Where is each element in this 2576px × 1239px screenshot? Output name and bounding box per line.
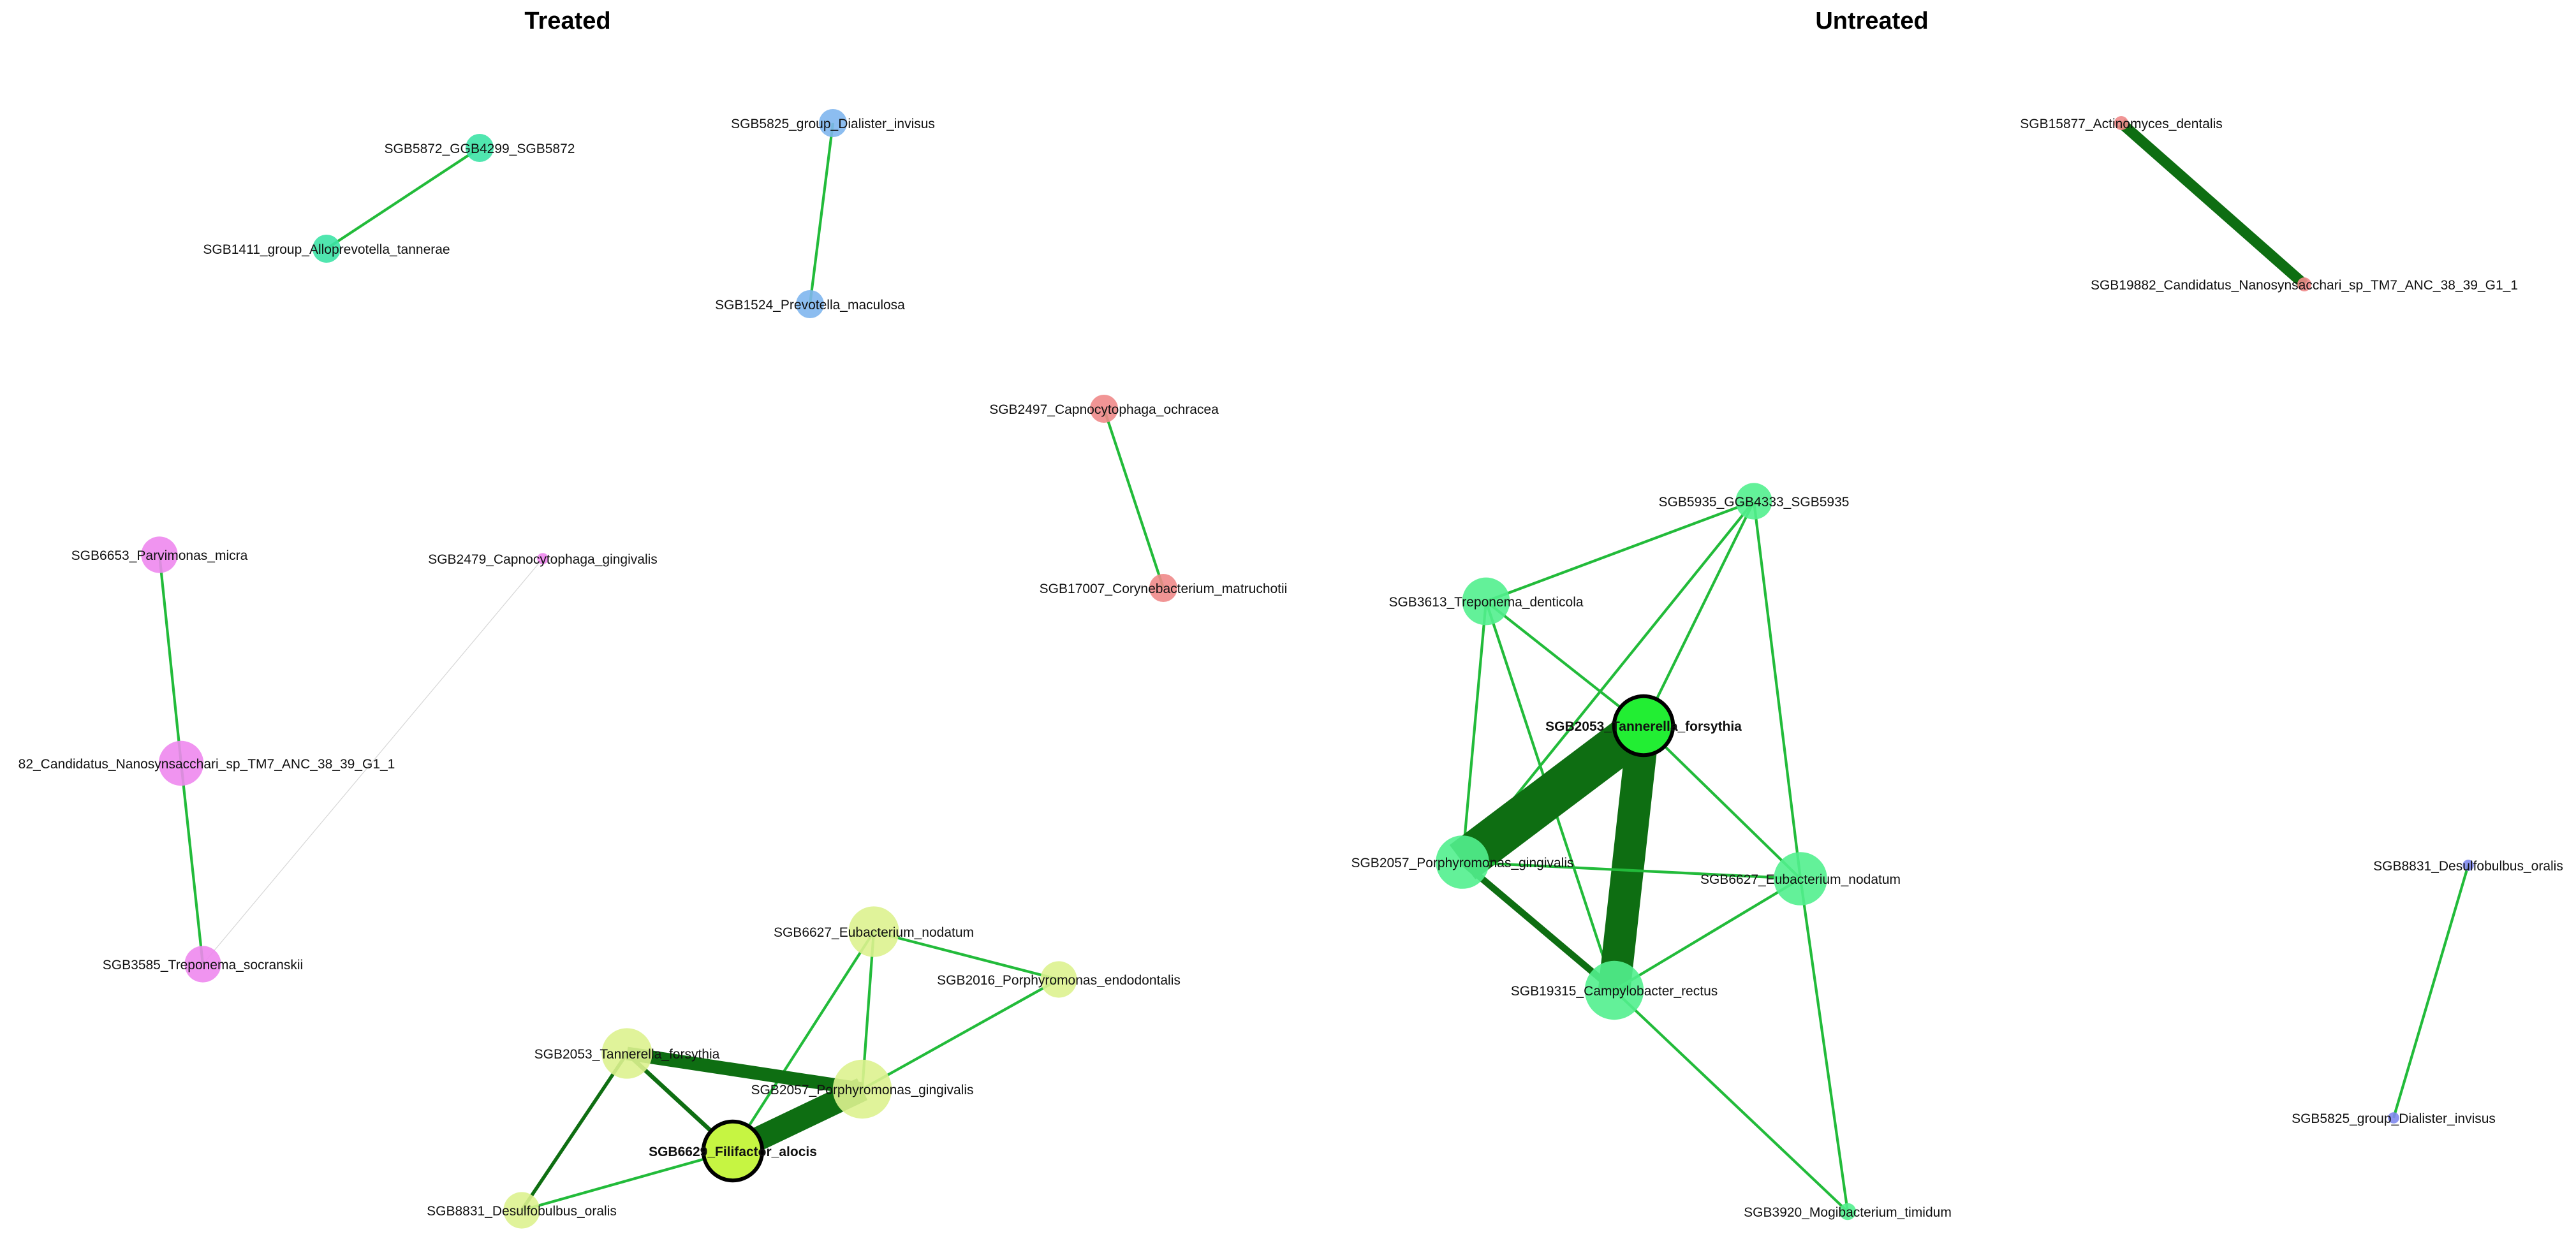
edge-untreated-15	[1799, 878, 1850, 1212]
node-sgb19315-campylobacter-rectus	[1584, 960, 1644, 1020]
nodes-layer	[141, 109, 2474, 1229]
edge-untreated-4	[1752, 501, 1802, 879]
node-sgb2479-capnocytophaga-gingivalis	[537, 553, 548, 564]
node-sgb3585-treponema-socranskii	[184, 946, 221, 983]
edge-untreated-12	[1460, 859, 1617, 993]
edge-treated-6	[873, 930, 1059, 981]
node-label-sgb5872-ggb4299-sgb5872: SGB5872_GGB4299_SGB5872	[385, 142, 575, 156]
edge-treated-1	[808, 122, 835, 305]
node-sgb2053-tannerella-forsythia	[601, 1028, 652, 1079]
node-label-sgb19882-candidatus-nanosynsacchari-sp-tm7-anc-38-39-g1-1: SGB19882_Candidatus_Nanosynsacchari_sp_T…	[2091, 278, 2518, 293]
node-label-sgb5825-group-dialister-invisus: SGB5825_group_Dialister_invisus	[731, 117, 935, 131]
edge-treated-4	[179, 763, 205, 965]
edge-untreated-14	[1613, 989, 1849, 1213]
edge-treated-10	[626, 1046, 864, 1096]
node-label-sgb6627-eubacterium-nodatum: SGB6627_Eubacterium_nodatum	[1700, 872, 1901, 887]
edge-untreated-1	[1485, 500, 1755, 603]
node-sgb2057-porphyromonas-gingivalis	[1436, 835, 1489, 889]
edge-untreated-13	[1613, 877, 1802, 992]
node-label-sgb8831-desulfobulbus-oralis: SGB8831_Desulfobulbus_oralis	[2373, 859, 2563, 874]
node-sgb8831-desulfobulbus-oralis	[503, 1192, 540, 1229]
node-sgb2053-tannerella-forsythia	[1612, 694, 1675, 758]
node-label-sgb5825-group-dialister-invisus: SGB5825_group_Dialister_invisus	[2292, 1111, 2496, 1126]
node-sgb5872-ggb4299-sgb5872	[466, 134, 494, 162]
edge-untreated-10	[1642, 724, 1802, 880]
node-sgb5825-group-dialister-invisus	[819, 109, 847, 137]
node-label-sgb19315-campylobacter-rectus: SGB19315_Campylobacter_rectus	[1511, 984, 1718, 999]
node-label-sgb15877-actinomyces-dentalis: SGB15877_Actinomyces_dentalis	[2020, 117, 2223, 131]
labels-layer: SGB5872_GGB4299_SGB5872SGB1411_group_All…	[18, 117, 2563, 1220]
node-sgb2016-porphyromonas-endodontalis	[1040, 961, 1077, 998]
node-sgb6627-eubacterium-nodatum	[848, 906, 899, 957]
edge-untreated-8	[1449, 708, 1657, 879]
node-label-sgb6627-eubacterium-nodatum: SGB6627_Eubacterium_nodatum	[774, 925, 974, 940]
node-label-sgb2057-porphyromonas-gingivalis: SGB2057_Porphyromonas_gingivalis	[751, 1083, 973, 1097]
node-label-sgb1524-prevotella-maculosa: SGB1524_Prevotella_maculosa	[715, 298, 905, 312]
panel-title-untreated: Untreated	[1815, 8, 1928, 34]
edge-untreated-2	[1642, 501, 1755, 726]
node-label-sgb3613-treponema-denticola: SGB3613_Treponema_denticola	[1388, 595, 1583, 610]
edge-untreated-0	[2117, 119, 2308, 289]
edge-untreated-5	[1485, 600, 1645, 727]
node-label-sgb5935-ggb4333-sgb5935: SGB5935_GGB4333_SGB5935	[1659, 495, 1850, 510]
node-label-sgb2053-tannerella-forsythia: SGB2053_Tannerella_forsythia	[1545, 719, 1742, 734]
edge-untreated-16	[2392, 865, 2470, 1118]
node-sgb5825-group-dialister-invisus	[2388, 1112, 2399, 1124]
node-label-sgb6629-filifactor-alocis: SGB6629_Filifactor_alocis	[649, 1145, 817, 1159]
node-label-sgb2497-capnocytophaga-ochracea: SGB2497_Capnocytophaga_ochracea	[989, 402, 1219, 417]
edge-treated-5	[202, 558, 543, 965]
node-label-sgb3920-mogibacterium-timidum: SGB3920_Mogibacterium_timidum	[1744, 1205, 1952, 1220]
edge-treated-8	[732, 930, 875, 1152]
node-sgb2497-capnocytophaga-ochracea	[1090, 395, 1118, 423]
node-sgb5935-ggb4333-sgb5935	[1735, 483, 1772, 520]
edge-treated-14	[521, 1149, 733, 1212]
node-label-sgb2479-capnocytophaga-gingivalis: SGB2479_Capnocytophaga_gingivalis	[428, 552, 658, 567]
node-sgb15877-actinomyces-dentalis	[2114, 116, 2128, 130]
node-label-sgb6653-parvimonas-micra: SGB6653_Parvimonas_micra	[71, 548, 248, 563]
node-sgb1411-group-alloprevotella-tannerae	[313, 235, 341, 263]
edge-treated-9	[861, 978, 1060, 1090]
node-label-sgb2016-porphyromonas-endodontalis: SGB2016_Porphyromonas_endodontalis	[937, 973, 1181, 988]
node-sgb17007-corynebacterium-matruchotii	[1149, 574, 1177, 602]
edge-treated-2	[1103, 408, 1165, 589]
node-sgb2057-porphyromonas-gingivalis	[832, 1059, 892, 1119]
node-sgb6653-parvimonas-micra	[141, 536, 178, 573]
node-sgb1524-prevotella-maculosa	[796, 290, 824, 318]
node-label-sgb2057-porphyromonas-gingivalis: SGB2057_Porphyromonas_gingivalis	[1351, 856, 1573, 870]
edge-treated-12	[520, 1052, 629, 1212]
node-label-sgb2053-tannerella-forsythia: SGB2053_Tannerella_forsythia	[534, 1047, 720, 1062]
edge-untreated-11	[1462, 860, 1801, 881]
edge-treated-3	[158, 554, 183, 764]
node-sgb3613-treponema-denticola	[1462, 577, 1510, 626]
node-label-82-candidatus-nanosynsacchari-sp-tm7-anc-38-39-g1-1: 82_Candidatus_Nanosynsacchari_sp_TM7_ANC…	[18, 757, 395, 772]
node-sgb6627-eubacterium-nodatum	[1774, 852, 1827, 905]
node-sgb6629-filifactor-alocis	[701, 1119, 765, 1183]
edge-untreated-9	[1598, 724, 1660, 992]
panel-title-treated: Treated	[524, 8, 610, 34]
edge-untreated-6	[1461, 601, 1488, 863]
node-sgb8831-desulfobulbus-oralis	[2462, 860, 2474, 871]
node-82-candidatus-nanosynsacchari-sp-tm7-anc-38-39-g1-1	[158, 740, 204, 786]
node-sgb3920-mogibacterium-timidum	[1839, 1203, 1857, 1221]
node-sgb19882-candidatus-nanosynsacchari-sp-tm7-anc-38-39-g1-1	[2297, 277, 2311, 291]
edge-treated-0	[325, 147, 481, 250]
node-label-sgb1411-group-alloprevotella-tannerae: SGB1411_group_Alloprevotella_tannerae	[203, 242, 450, 257]
node-label-sgb8831-desulfobulbus-oralis: SGB8831_Desulfobulbus_oralis	[427, 1204, 617, 1219]
node-label-sgb17007-corynebacterium-matruchotii: SGB17007_Corynebacterium_matruchotii	[1040, 582, 1288, 596]
node-label-sgb3585-treponema-socranskii: SGB3585_Treponema_socranskii	[103, 958, 303, 972]
